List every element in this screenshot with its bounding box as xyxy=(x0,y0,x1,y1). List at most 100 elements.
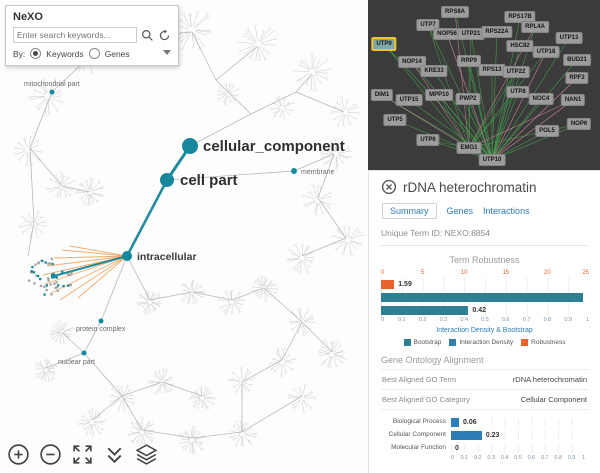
term-node-cellular-component[interactable] xyxy=(182,138,198,154)
app-title: NeXO xyxy=(13,11,43,23)
gene-node-utp22[interactable]: UTP22 xyxy=(502,66,530,78)
section-go-alignment: Gene Ontology Alignment xyxy=(381,355,484,365)
gene-node-kre33[interactable]: KRE33 xyxy=(420,65,448,77)
go-score-bar xyxy=(451,431,482,440)
gene-node-pwp2[interactable]: PWP2 xyxy=(455,93,481,105)
go-alignment-table: Best Aligned GO Term rDNA heterochromati… xyxy=(381,369,588,410)
gene-node-noc4[interactable]: NOC4 xyxy=(528,93,554,105)
robustness-bars: 1.59 0.42 xyxy=(381,278,589,317)
unique-term-id: Unique Term ID: NEXO:8854 xyxy=(381,225,588,246)
tab-summary[interactable]: Summary xyxy=(382,203,437,219)
gene-node-utp18[interactable]: UTP18 xyxy=(532,46,560,58)
bar-interaction-density: 0.42 xyxy=(381,304,589,317)
collapse-caret-icon[interactable] xyxy=(163,50,171,55)
reset-icon[interactable] xyxy=(157,28,171,42)
close-icon[interactable] xyxy=(381,179,397,195)
term-label-nuclear-part[interactable]: nuclear part xyxy=(58,359,95,366)
term-label-cell-part[interactable]: cell part xyxy=(180,172,238,189)
search-mode-row: By: Keywords Genes xyxy=(13,48,171,59)
go-score-label: Cellular Component xyxy=(388,431,446,439)
gene-node-utp15[interactable]: UTP15 xyxy=(395,94,423,106)
term-node-intracellular[interactable] xyxy=(122,251,132,261)
term-label-protein-complex[interactable]: protein complex xyxy=(76,326,126,333)
chart-legend: Bootstrap Interaction Density Robustness xyxy=(381,339,588,346)
legend-item: Interaction Density xyxy=(449,339,513,346)
tab-genes[interactable]: Genes xyxy=(446,206,474,216)
gene-node-rps8a[interactable]: RPS8A xyxy=(440,6,470,18)
gene-node-rps13[interactable]: RPS13 xyxy=(478,64,506,76)
expand-collapse-button[interactable] xyxy=(102,442,127,467)
search-icon[interactable] xyxy=(140,28,154,42)
gene-node-dim1[interactable]: DIM1 xyxy=(370,89,394,101)
term-node-membrane[interactable] xyxy=(291,168,297,174)
zoom-out-button[interactable] xyxy=(38,442,63,467)
section-term-robustness: Term Robustness xyxy=(449,255,520,265)
tree-nav-controls xyxy=(6,442,159,467)
alignment-row: Best Aligned GO Category Cellular Compon… xyxy=(381,389,588,410)
go-score-bar xyxy=(451,418,460,427)
alignment-row: Best Aligned GO Term rDNA heterochromati… xyxy=(381,369,588,389)
gene-node-utp21[interactable]: UTP21 xyxy=(457,28,485,40)
term-label-membrane[interactable]: membrane xyxy=(301,169,335,176)
go-score-label: Molecular Function xyxy=(391,444,446,452)
gene-node-nop6[interactable]: NOP6 xyxy=(566,118,592,130)
term-node-mitochondrial-part[interactable] xyxy=(49,89,55,95)
gene-node-rrp9[interactable]: RRP9 xyxy=(456,55,482,67)
legend-item: Bootstrap xyxy=(403,339,441,346)
gene-node-rpl4a[interactable]: RPL4A xyxy=(521,21,549,33)
bottom-axis-title: Interaction Density & Bootstrap xyxy=(436,327,533,334)
layers-button[interactable] xyxy=(134,442,159,467)
legend-item: Robustness xyxy=(521,339,566,346)
term-label-mitochondrial-part[interactable]: mitochondrial part xyxy=(24,81,80,88)
gene-node-utp13[interactable]: UTP13 xyxy=(555,32,583,44)
gene-node-utp6[interactable]: UTP6 xyxy=(416,134,440,146)
zoom-in-button[interactable] xyxy=(6,442,31,467)
term-label-intracellular[interactable]: intracellular xyxy=(137,251,197,263)
radio-genes[interactable] xyxy=(88,48,100,59)
gene-node-rps22a[interactable]: RPS22A xyxy=(481,26,513,38)
search-input[interactable] xyxy=(13,27,137,43)
term-node-protein-complex[interactable] xyxy=(98,318,104,324)
radio-genes-label: Genes xyxy=(104,48,130,59)
gene-node-emg1[interactable]: EMG1 xyxy=(456,142,482,154)
term-node-cell-part[interactable] xyxy=(160,173,174,187)
gene-node-utp5[interactable]: UTP5 xyxy=(383,114,407,126)
radio-keywords[interactable] xyxy=(30,48,42,59)
fit-screen-button[interactable] xyxy=(70,442,95,467)
gene-node-nop14[interactable]: NOP14 xyxy=(398,56,426,68)
details-header: rDNA heterochromatin xyxy=(381,179,588,195)
gene-node-rps17b[interactable]: RPS17B xyxy=(504,11,536,23)
gene-node-rpf2[interactable]: RPF2 xyxy=(565,72,589,84)
gene-node-utp9[interactable]: UTP9 xyxy=(371,37,397,51)
term-label-cellular-component[interactable]: cellular_component xyxy=(203,138,345,155)
bar-bootstrap xyxy=(381,291,589,304)
gene-node-pol5[interactable]: POL5 xyxy=(535,125,559,137)
details-tabs: Summary Genes Interactions xyxy=(382,203,588,219)
gene-node-utp10[interactable]: UTP10 xyxy=(478,154,506,166)
search-panel: NeXO By: Keywords Genes xyxy=(5,5,179,66)
selected-term-node[interactable] xyxy=(51,274,56,279)
gene-node-mpp10[interactable]: MPP10 xyxy=(425,89,453,101)
bar-robustness: 1.59 xyxy=(381,278,589,291)
go-score-label: Biological Process xyxy=(392,418,446,426)
gene-node-utp8[interactable]: UTP8 xyxy=(506,86,530,98)
term-node-nuclear-part[interactable] xyxy=(81,350,87,356)
term-details-panel: rDNA heterochromatin Summary Genes Inter… xyxy=(368,170,600,473)
gene-node-bud21[interactable]: BUD21 xyxy=(563,54,591,66)
gene-node-hsc82[interactable]: HSC82 xyxy=(506,40,534,52)
tab-interactions[interactable]: Interactions xyxy=(483,206,530,216)
gene-node-nan1[interactable]: NAN1 xyxy=(560,94,586,106)
by-label: By: xyxy=(13,48,26,59)
